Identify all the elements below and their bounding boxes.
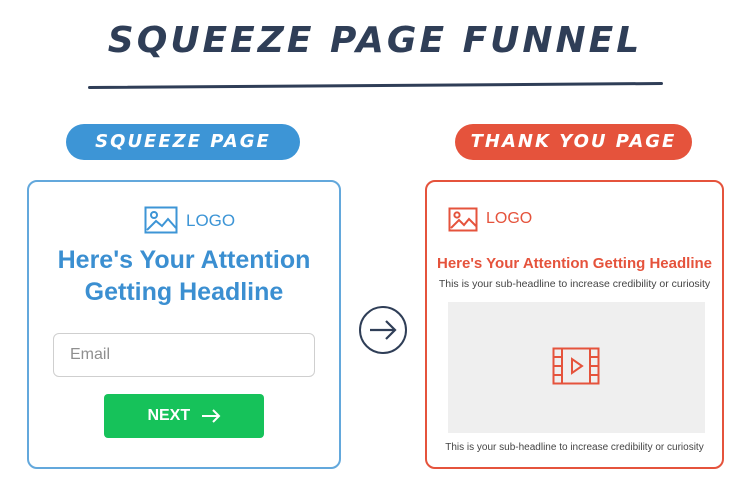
video-placeholder[interactable] [448,302,705,433]
next-button-label: NEXT [147,407,191,424]
circle-arrow-icon [359,306,407,354]
next-button[interactable]: NEXT [104,394,264,438]
squeeze-page-label: SQUEEZE PAGE [66,124,300,160]
thank-you-headline: Here's Your Attention Getting Headline [437,255,712,272]
title-underline [87,81,664,90]
arrow-right-icon [201,409,220,423]
thank-you-subheadline: This is your sub-headline to increase cr… [438,278,711,290]
page-title: SQUEEZE PAGE FUNNEL [107,20,643,61]
squeeze-logo: LOGO [144,206,235,239]
thank-you-page-label: THANK YOU PAGE [455,124,692,160]
thank-you-page-card: LOGO Here's Your Attention Getting Headl… [425,180,724,469]
image-icon [448,207,478,232]
thank-you-logo: LOGO [448,207,532,237]
squeeze-headline: Here's Your Attention Getting Headline [57,246,311,306]
logo-text: LOGO [186,211,236,230]
logo-text: LOGO [486,210,533,227]
image-icon [144,206,178,234]
squeeze-page-card: LOGO Here's Your Attention Getting Headl… [27,180,341,469]
email-field[interactable]: Email [53,333,315,377]
thank-you-footer-subheadline: This is your sub-headline to increase cr… [445,442,704,453]
video-icon [552,347,600,385]
